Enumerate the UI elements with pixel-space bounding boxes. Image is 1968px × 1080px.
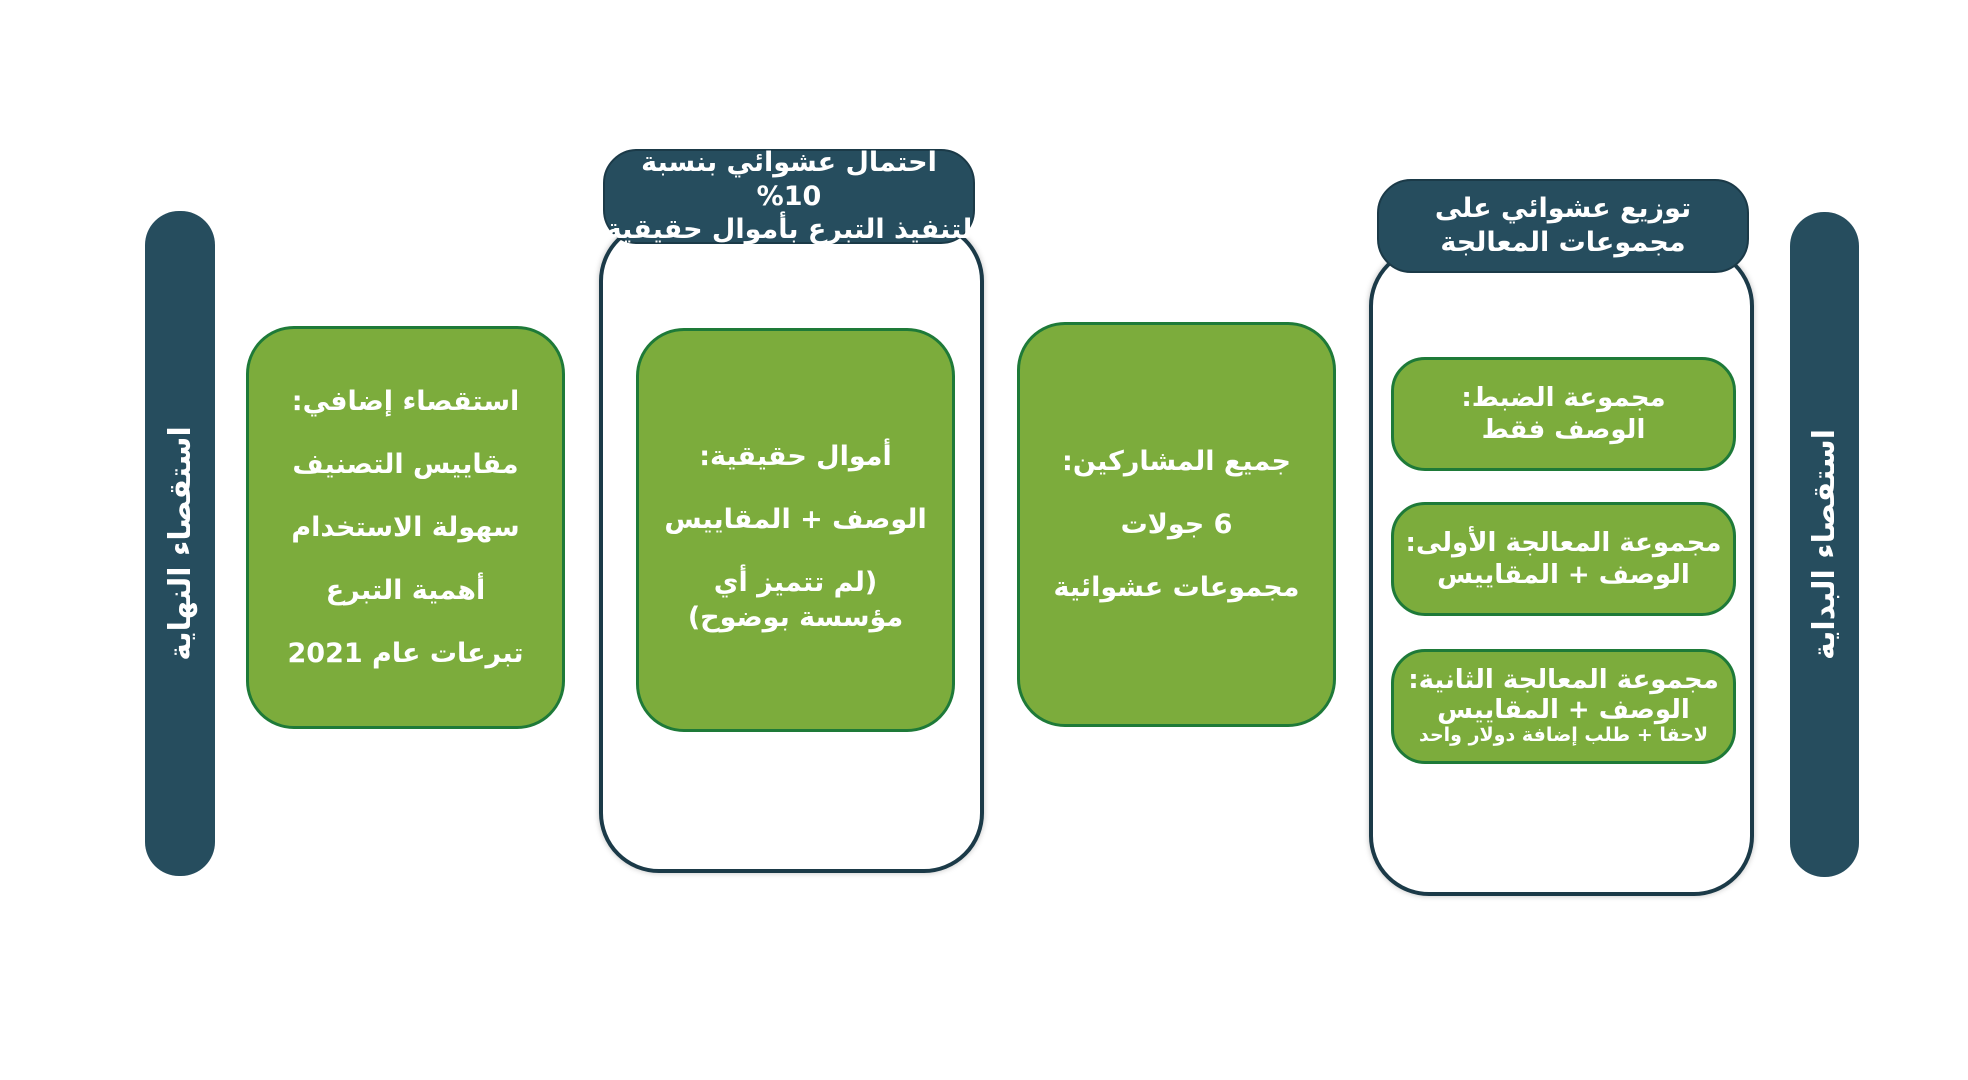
group-title: مجموعة الضبط: [1461, 382, 1666, 413]
all-participants-box: جميع المشاركين: 6 جولات مجموعات عشوائية [1017, 322, 1336, 727]
random-assignment-header-line: توزيع عشوائي على [1434, 193, 1692, 225]
real-money-header-line: احتمال عشوائي بنسبة 10% [641, 146, 937, 212]
real-money-item: الوصف + المقاييس [664, 503, 927, 535]
real-money-note: مؤسسة بوضوح) [687, 602, 904, 634]
additional-survey-title: استقصاء إضافي: [291, 385, 520, 417]
real-money-note: (لم تتميز أي [713, 567, 878, 598]
all-participants-item: مجموعات عشوائية [1053, 572, 1300, 604]
start-survey-label: استقصاء البداية [1807, 428, 1842, 661]
group-detail: الوصف + المقاييس [1437, 560, 1690, 590]
end-survey-bar: استقصاء النهاية [145, 211, 215, 876]
additional-survey-item: سهولة الاستخدام [291, 511, 520, 543]
control-group-box: مجموعة الضبط: الوصف فقط [1391, 357, 1736, 471]
group-note: لاحقا + طلب إضافة دولار واحد [1418, 724, 1709, 747]
random-assignment-header: توزيع عشوائي على مجموعات المعالجة [1377, 179, 1749, 273]
additional-survey-item: مقاييس التصنيف [292, 448, 519, 480]
group-detail: الوصف فقط [1481, 415, 1646, 445]
real-money-title: أموال حقيقية: [699, 440, 892, 472]
random-assignment-header-line: مجموعات المعالجة [1440, 227, 1686, 258]
real-money-header: احتمال عشوائي بنسبة 10% لتنفيذ التبرع بأ… [603, 146, 975, 246]
all-participants-title: جميع المشاركين: [1062, 445, 1291, 477]
additional-survey-item: تبرعات عام 2021 [287, 638, 524, 670]
end-survey-label: استقصاء النهاية [162, 426, 198, 661]
treatment-group-2-box: مجموعة المعالجة الثانية: الوصف + المقايي… [1391, 649, 1736, 764]
group-title: مجموعة المعالجة الأولى: [1405, 527, 1722, 558]
additional-survey-box: استقصاء إضافي: مقاييس التصنيف سهولة الاس… [246, 326, 565, 729]
group-detail: الوصف + المقاييس [1437, 694, 1690, 725]
additional-survey-item: أهمية التبرع [325, 575, 486, 607]
treatment-group-1-box: مجموعة المعالجة الأولى: الوصف + المقاييس [1391, 502, 1736, 616]
group-title: مجموعة المعالجة الثانية: [1408, 664, 1719, 695]
all-participants-item: 6 جولات [1120, 508, 1233, 540]
start-survey-bar: استقصاء البداية [1790, 212, 1859, 877]
real-money-header-line: لتنفيذ التبرع بأموال حقيقية [605, 214, 973, 246]
real-money-box: أموال حقيقية: الوصف + المقاييس (لم تتميز… [636, 328, 955, 732]
